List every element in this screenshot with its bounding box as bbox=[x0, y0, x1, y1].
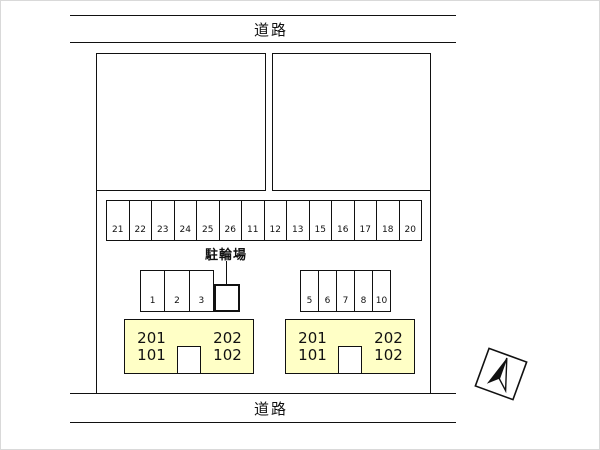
parking-space-number: 7 bbox=[342, 296, 349, 306]
building-right: 201 101 202 102 bbox=[285, 319, 415, 374]
open-area-left bbox=[96, 53, 266, 191]
parking-space-number: 11 bbox=[247, 225, 259, 235]
parking-space-number: 3 bbox=[198, 296, 205, 306]
parking-space-number: 15 bbox=[314, 225, 326, 235]
parking-space: 11 bbox=[242, 201, 265, 240]
unit-number: 102 bbox=[213, 345, 242, 364]
parking-space: 25 bbox=[197, 201, 220, 240]
building-left: 201 101 202 102 bbox=[124, 319, 254, 374]
parking-space-number: 20 bbox=[404, 225, 416, 235]
road-line-top-inner bbox=[70, 42, 456, 43]
parking-space: 1 bbox=[141, 271, 166, 311]
parking-space: 21 bbox=[107, 201, 130, 240]
parking-space: 17 bbox=[355, 201, 377, 240]
open-area-right bbox=[272, 53, 431, 191]
parking-space: 20 bbox=[400, 201, 422, 240]
parking-space: 12 bbox=[265, 201, 287, 240]
plot-boundary bbox=[96, 53, 431, 393]
parking-space: 13 bbox=[287, 201, 310, 240]
parking-strip-left: 1 2 3 bbox=[140, 270, 214, 312]
parking-space: 6 bbox=[319, 271, 337, 311]
parking-space-number: 25 bbox=[202, 225, 214, 235]
parking-space-number: 2 bbox=[174, 296, 180, 306]
road-label-top: 道路 bbox=[253, 21, 288, 39]
north-arrow-icon bbox=[469, 342, 533, 406]
parking-space-number: 21 bbox=[112, 225, 124, 235]
parking-space: 3 bbox=[190, 271, 213, 311]
parking-space: 16 bbox=[332, 201, 355, 240]
building-entrance-notch bbox=[338, 346, 362, 373]
road-line-bottom-outer bbox=[70, 422, 456, 423]
parking-space-number: 6 bbox=[324, 296, 331, 306]
parking-space-number: 10 bbox=[375, 296, 388, 306]
unit-number: 102 bbox=[374, 345, 403, 364]
parking-space: 18 bbox=[377, 201, 400, 240]
unit-number: 201 bbox=[137, 328, 166, 347]
road-label-bottom: 道路 bbox=[253, 400, 288, 418]
unit-labels: 201 101 bbox=[125, 320, 178, 373]
parking-space: 8 bbox=[355, 271, 373, 311]
parking-space: 15 bbox=[310, 201, 332, 240]
parking-strip-right: 5 6 7 8 10 bbox=[300, 270, 391, 312]
unit-labels: 202 102 bbox=[201, 320, 254, 373]
unit-labels: 202 102 bbox=[362, 320, 415, 373]
bicycle-parking-label: 駐輪場 bbox=[204, 248, 247, 263]
road-line-top-outer bbox=[70, 15, 456, 16]
bicycle-parking-box bbox=[214, 284, 240, 312]
parking-space: 22 bbox=[130, 201, 152, 240]
parking-space-number: 13 bbox=[292, 225, 304, 235]
parking-space: 2 bbox=[165, 271, 190, 311]
unit-number: 101 bbox=[298, 345, 327, 364]
bicycle-parking-pointer bbox=[226, 261, 227, 284]
parking-strip-main: 21 22 23 24 25 26 11 12 13 15 16 17 18 2… bbox=[106, 200, 422, 241]
parking-space-number: 24 bbox=[179, 225, 191, 235]
parking-space-number: 23 bbox=[157, 225, 169, 235]
unit-number: 201 bbox=[298, 328, 327, 347]
unit-number: 101 bbox=[137, 345, 166, 364]
road-line-bottom-inner bbox=[70, 393, 456, 394]
parking-space: 10 bbox=[373, 271, 390, 311]
parking-space-number: 1 bbox=[149, 296, 156, 306]
parking-space-number: 26 bbox=[224, 225, 236, 235]
unit-labels: 201 101 bbox=[286, 320, 339, 373]
parking-space-number: 5 bbox=[306, 296, 313, 306]
parking-space-number: 8 bbox=[360, 296, 367, 306]
parking-space-number: 12 bbox=[269, 225, 281, 235]
parking-space: 26 bbox=[220, 201, 242, 240]
parking-space: 7 bbox=[337, 271, 355, 311]
building-entrance-notch bbox=[177, 346, 201, 373]
parking-space: 23 bbox=[152, 201, 175, 240]
parking-space-number: 18 bbox=[382, 225, 394, 235]
parking-space-number: 22 bbox=[134, 225, 146, 235]
parking-space-number: 17 bbox=[359, 225, 371, 235]
unit-number: 202 bbox=[213, 328, 242, 347]
parking-space: 5 bbox=[301, 271, 319, 311]
parking-space-number: 16 bbox=[337, 225, 349, 235]
parking-space: 24 bbox=[175, 201, 197, 240]
unit-number: 202 bbox=[374, 328, 403, 347]
